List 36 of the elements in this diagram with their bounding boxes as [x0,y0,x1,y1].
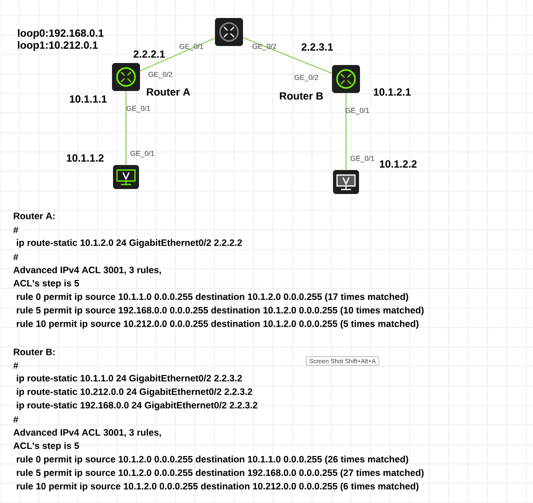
config-line: ip route-static 10.212.0.0 24 GigabitEthernet0/2 2.2.3.2 [16,388,252,397]
config-line: # [13,362,18,369]
link-line [140,38,216,72]
monitor-icon [333,170,359,194]
config-line: ACL's step is 5 [13,442,79,451]
config-line: ACL's step is 5 [13,280,79,288]
ip-address: 10.1.1.2 [66,154,104,162]
device-label: Router A [146,88,190,96]
ip-address: 2.2.3.1 [302,43,333,51]
config-line: Router A: [14,212,54,220]
config-line: Advanced IPv4 ACL 3001, 3 rules, [13,266,161,275]
config-line: rule 10 permit ip source 10.1.2.0 0.0.0.255 destination 10.212.0.0 0.0.0.255 (6 times matched) [16,482,418,492]
config-line: rule 0 permit ip source 10.1.1.0 0.0.0.255 destination 10.1.2.0 0.0.0.255 (17 times matched) [16,293,408,302]
device-label: Router B [280,92,323,100]
switch-icon [215,18,243,46]
ip-address: 10.1.1.1 [70,95,107,103]
router-icon [112,63,140,91]
config-line: ip route-static 10.1.1.0 24 GigabitEthernet0/2 2.2.3.2 [16,374,242,384]
config-line: Router B: [14,348,54,356]
router-icon [332,65,360,93]
config-line: ip route-static 192.168.0.0 24 GigabitEthernet0/2 2.2.3.2 [16,402,258,410]
ip-address: 2.2.2.1 [134,50,165,58]
config-line: rule 0 permit ip source 10.1.2.0 0.0.0.255 destination 10.1.1.0 0.0.0.255 (26 times matched) [16,456,408,464]
config-line: Advanced IPv4 ACL 3001, 3 rules, [13,428,161,438]
config-line: # [13,416,18,423]
config-line: # [13,226,18,234]
config-line: ip route-static 10.1.2.0 24 GigabitEthernet0/2 2.2.2.2 [16,239,242,248]
loopback-label: loop1:10.212.0.1 [18,41,98,51]
config-line: rule 5 permit ip source 10.1.2.0 0.0.0.255 destination 192.168.0.0 0.0.0.255 (27 times matched) [16,469,424,478]
link-line [242,37,332,74]
monitor-icon [113,164,139,189]
ip-address: 10.1.2.2 [380,160,417,168]
config-line: rule 10 permit ip source 10.212.0.0 0.0.0.255 destination 10.1.2.0 0.0.0.255 (5 times matched) [16,320,418,329]
config-line: rule 5 permit ip source 192.168.0.0 0.0.0.255 destination 10.1.2.0 0.0.0.255 (10 times matched) [16,306,424,316]
config-line: # [13,254,18,260]
ip-address: 10.1.2.1 [374,88,411,96]
